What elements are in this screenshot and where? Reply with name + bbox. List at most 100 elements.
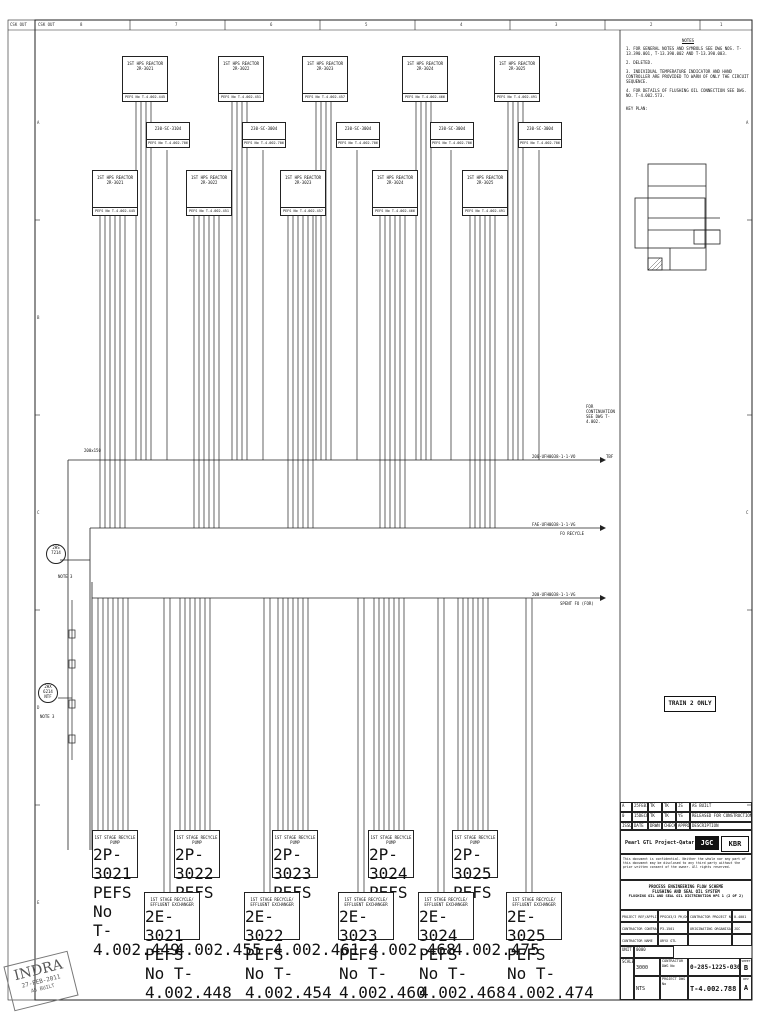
note-item: 3. INDIVIDUAL TEMPERATURE INDICATOR AND …	[626, 69, 749, 84]
equipment-title: 1ST STAGE RECYCLE/ EFFLUENT EXCHANGER	[250, 897, 294, 907]
key-plan	[634, 163, 721, 271]
title-block-cell: ORIGINATING ORGANISATION	[688, 922, 732, 934]
title-block-cell: CONTRACTOR CONTRACT No	[620, 922, 658, 934]
equipment-title: 1ST STAGE RECYCLE PUMP	[454, 835, 496, 845]
train-label: TRAIN 2 ONLY	[664, 696, 716, 712]
equipment-tag: 2R-3025	[508, 66, 526, 71]
revision-cell: 25FEB11	[632, 802, 648, 812]
equipment-title: 1ST STAGE RECYCLE PUMP	[94, 835, 136, 845]
sheet-label: SHEET	[741, 959, 751, 963]
pefs-reference: PEFS No T-4.002.491	[462, 207, 508, 216]
pefs-reference: PEFS No T-4.002.448	[145, 945, 232, 1002]
equipment-tag: 230-SC-3004	[250, 126, 278, 131]
pefs-reference: PEFS No T-4.002.451	[186, 207, 232, 216]
row-letter: A	[746, 120, 749, 125]
pefs-reference: PEFS No T-4.002.445	[122, 93, 168, 102]
equipment-tag: 2P-3024	[369, 845, 408, 883]
bubble-tag: 2HS	[52, 545, 60, 550]
title-block-cell: PPGC03/3 PK/DGT	[658, 910, 688, 922]
row-letter: D	[37, 705, 40, 710]
equipment-tag: 230-SC-3104	[154, 126, 182, 131]
title-block-cell	[732, 934, 752, 946]
equipment-title: 1ST STAGE RECYCLE/ EFFLUENT EXCHANGER	[344, 897, 388, 907]
jgc-logo: JGC	[695, 836, 719, 850]
pefs-reference: PEFS No T-4.002.474	[507, 945, 594, 1002]
pefs-reference: PEFS No T-4.002.457	[302, 93, 348, 102]
title-block-cell: CONTRACTOR NAME	[620, 934, 658, 946]
equipment-tag: 2E-3024	[419, 907, 458, 945]
scale-value: NTS	[634, 976, 660, 1000]
pefs-reference: PEFS No T-4.002.706	[336, 139, 380, 148]
equipment-title: 1ST HPS REACTOR	[126, 61, 164, 66]
equipment-title: 1ST HPS REACTOR	[190, 175, 228, 180]
title-block-cell	[688, 934, 732, 946]
title-block-cell: ORYX GTL	[658, 934, 688, 946]
revision-header: DRWN	[648, 822, 662, 830]
pefs-reference: PEFS No T-4.002.491	[494, 93, 540, 102]
equipment-tag: 2P-3023	[273, 845, 312, 883]
equipment-title: 1ST HPS REACTOR	[306, 61, 344, 66]
equipment-title: 1ST STAGE RECYCLE PUMP	[370, 835, 412, 845]
revision-header: ISSUE	[620, 822, 632, 830]
row-letter: B	[37, 315, 40, 320]
contractor-dwg-number: 0-285-1225-0302	[688, 958, 740, 976]
equipment-title: 1ST HPS REACTOR	[406, 61, 444, 66]
sheet-code-left: CSK OUT	[10, 22, 27, 27]
equipment-title: 1ST HPS REACTOR	[96, 175, 134, 180]
row-letter: E	[37, 900, 40, 905]
header-tag: TBF	[606, 454, 614, 459]
equipment-title: 1ST HPS REACTOR	[498, 61, 536, 66]
equipment-tag: 2E-3021	[145, 907, 184, 945]
equipment-title: 1ST STAGE RECYCLE PUMP	[176, 835, 218, 845]
key-plan-label: KEY PLAN:	[626, 106, 648, 111]
equipment-tag: 2P-3022	[175, 845, 214, 883]
revision-cell: A	[620, 802, 632, 812]
unit-value: 0000	[634, 946, 674, 958]
project-dwg-number: T-4.002.788	[688, 976, 740, 1000]
equipment-tag: 2R-3025	[476, 180, 494, 185]
project-dwg-label: PROJECT DWG No	[660, 976, 688, 1000]
disclaimer: This document is confidential. Neither t…	[620, 854, 752, 880]
revision-cell: TK	[648, 812, 662, 822]
continuation-note: FOR CONTINUATION SEE DWG T-4.002.	[586, 404, 615, 424]
revision-cell: YS	[676, 812, 690, 822]
col-number: 7	[175, 22, 178, 27]
sheet-value: B	[743, 964, 749, 972]
bubble-number: 7214	[51, 550, 61, 555]
contractor-dwg-label: CONTRACTOR DWG No	[660, 958, 688, 976]
rev-label: REV	[743, 977, 749, 981]
area-value: 3000	[634, 958, 660, 976]
rev-value: A	[743, 984, 749, 992]
revision-header: DATE	[632, 822, 648, 830]
pefs-reference: PEFS No T-4.002.445	[92, 207, 138, 216]
bubble-number: 6214	[43, 689, 53, 694]
equipment-title: 1ST STAGE RECYCLE PUMP	[274, 835, 316, 845]
equipment-title: 1ST HPS REACTOR	[466, 175, 504, 180]
sheet-code-right: CSK OUT	[38, 22, 55, 27]
